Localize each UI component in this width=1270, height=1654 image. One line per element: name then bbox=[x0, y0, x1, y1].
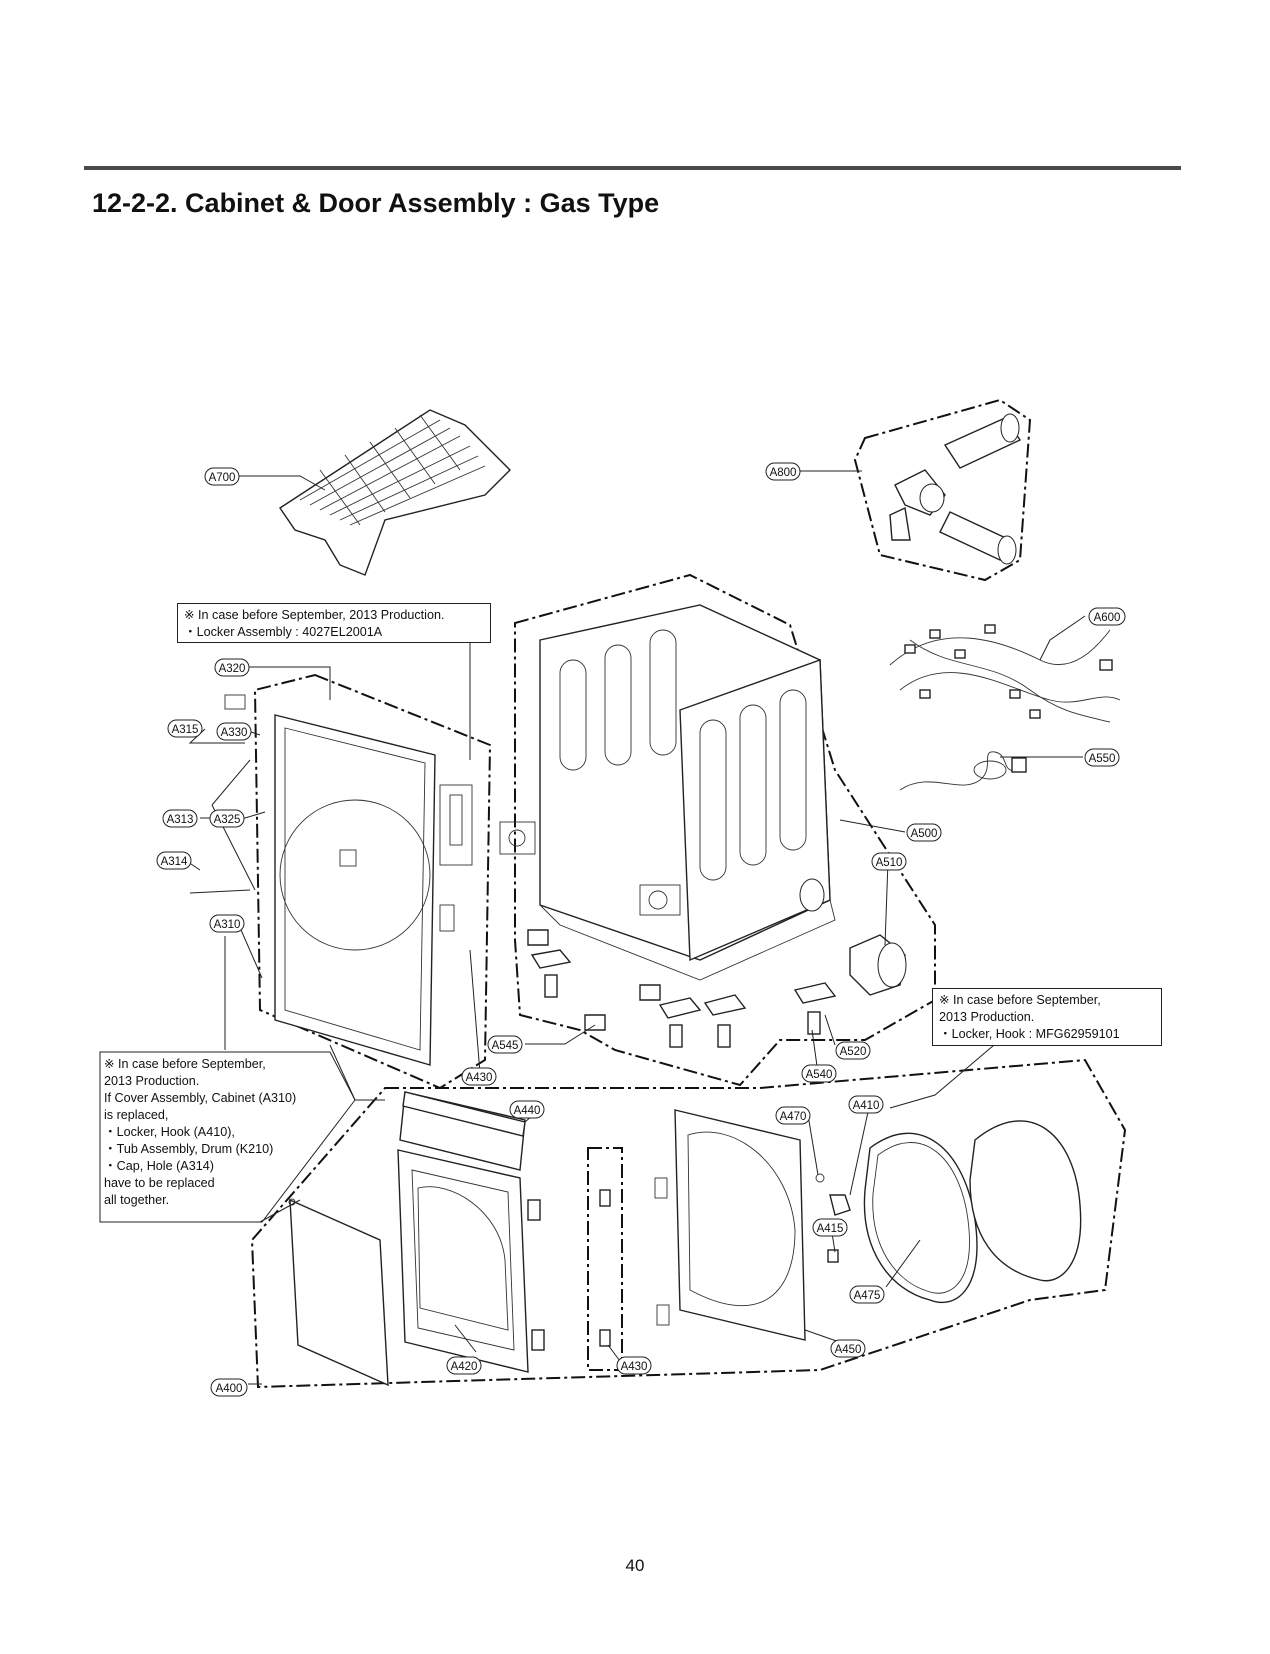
callout-a310: A310 bbox=[209, 914, 245, 933]
page-number: 40 bbox=[625, 1556, 645, 1575]
callout-a500: A500 bbox=[906, 823, 942, 842]
callout-a440: A440 bbox=[509, 1100, 545, 1119]
hinge-hole-part bbox=[499, 821, 536, 855]
svg-text:A400: A400 bbox=[216, 1383, 243, 1395]
exhaust-duct-part bbox=[849, 934, 907, 996]
top-rack-part bbox=[279, 409, 511, 576]
note-cover-assembly: ※ In case before September, 2013 Product… bbox=[100, 1052, 352, 1222]
door-handle-part bbox=[402, 1091, 526, 1137]
callout-a410: A410 bbox=[848, 1095, 884, 1114]
callout-a550: A550 bbox=[1084, 748, 1120, 767]
callout-a315: A315 bbox=[167, 719, 203, 738]
duct-group-boundary bbox=[853, 398, 1032, 582]
note-line: have to be replaced bbox=[104, 1176, 215, 1190]
svg-text:A450: A450 bbox=[835, 1344, 862, 1356]
note-line: If Cover Assembly, Cabinet (A310) bbox=[104, 1091, 297, 1105]
svg-text:A325: A325 bbox=[214, 814, 241, 826]
vent-duct-part bbox=[889, 413, 1022, 565]
svg-text:A420: A420 bbox=[451, 1361, 478, 1373]
callout-a430-bottom: A430 bbox=[616, 1356, 652, 1375]
note-line: ※ In case before September, 2013 Product… bbox=[184, 608, 445, 622]
note-line: all together. bbox=[104, 1193, 170, 1207]
power-cord-part bbox=[899, 751, 1027, 791]
page-title: 12-2-2. Cabinet & Door Assembly : Gas Ty… bbox=[92, 188, 660, 218]
note-line: 2013 Production. bbox=[104, 1074, 200, 1088]
small-hardware-part bbox=[815, 1173, 851, 1263]
inner-door-part bbox=[654, 1109, 806, 1341]
door-group-boundary bbox=[250, 1058, 1127, 1389]
callout-a330: A330 bbox=[216, 722, 252, 741]
note-line: ・Tub Assembly, Drum (K210) bbox=[104, 1142, 274, 1156]
callout-a320: A320 bbox=[214, 658, 250, 677]
callout-a430-top: A430 bbox=[461, 1067, 497, 1086]
svg-text:A540: A540 bbox=[806, 1069, 833, 1081]
callout-a540: A540 bbox=[801, 1064, 837, 1083]
note-line: ※ In case before September, bbox=[939, 993, 1101, 1007]
svg-text:A430: A430 bbox=[466, 1072, 493, 1084]
svg-text:A430: A430 bbox=[621, 1361, 648, 1373]
front-cover-part bbox=[224, 694, 473, 1066]
callout-a700: A700 bbox=[204, 467, 240, 486]
callout-a470: A470 bbox=[775, 1106, 811, 1125]
callout-a545: A545 bbox=[487, 1035, 523, 1054]
svg-text:A313: A313 bbox=[167, 814, 194, 826]
svg-text:A315: A315 bbox=[172, 724, 199, 736]
callout-a510: A510 bbox=[871, 852, 907, 871]
svg-text:A545: A545 bbox=[492, 1040, 519, 1052]
note-locker-assembly: ※ In case before September, 2013 Product… bbox=[177, 603, 491, 643]
callout-a415: A415 bbox=[812, 1218, 848, 1237]
svg-text:A440: A440 bbox=[514, 1105, 541, 1117]
callout-a450: A450 bbox=[830, 1339, 866, 1358]
note-line: ・Locker, Hook (A410), bbox=[104, 1125, 235, 1139]
note-line: is replaced, bbox=[104, 1108, 169, 1122]
door-gasket-part bbox=[863, 1132, 978, 1304]
callout-a600: A600 bbox=[1088, 607, 1126, 626]
callout-a520: A520 bbox=[835, 1041, 871, 1060]
svg-text:A600: A600 bbox=[1094, 612, 1121, 624]
svg-text:A320: A320 bbox=[219, 663, 246, 675]
callout-a475: A475 bbox=[849, 1285, 885, 1304]
svg-text:A310: A310 bbox=[214, 919, 241, 931]
svg-text:A330: A330 bbox=[221, 727, 248, 739]
svg-text:A410: A410 bbox=[853, 1100, 880, 1112]
svg-text:A475: A475 bbox=[854, 1290, 881, 1302]
door-frame-part bbox=[397, 1091, 529, 1373]
cabinet-body-part bbox=[539, 604, 836, 981]
svg-text:A520: A520 bbox=[840, 1046, 867, 1058]
callout-a314: A314 bbox=[156, 851, 192, 870]
note-line: 2013 Production. bbox=[939, 1010, 1035, 1024]
door-liner-part bbox=[969, 1120, 1082, 1282]
leveling-feet-part bbox=[527, 929, 837, 1048]
svg-text:A470: A470 bbox=[780, 1111, 807, 1123]
note-line: ・Cap, Hole (A314) bbox=[104, 1159, 214, 1173]
callout-a400: A400 bbox=[210, 1378, 248, 1397]
svg-text:A500: A500 bbox=[911, 828, 938, 840]
svg-text:A510: A510 bbox=[876, 857, 903, 869]
note-line: ・Locker Assembly : 4027EL2001A bbox=[184, 625, 383, 639]
header-rule bbox=[84, 166, 1181, 170]
door-glass-part bbox=[288, 1198, 389, 1387]
svg-text:A415: A415 bbox=[817, 1223, 844, 1235]
callout-a313: A313 bbox=[162, 809, 198, 828]
callout-a800: A800 bbox=[765, 462, 801, 481]
callout-a325: A325 bbox=[209, 809, 245, 828]
svg-text:A800: A800 bbox=[770, 467, 797, 479]
callout-a420: A420 bbox=[446, 1356, 482, 1375]
wire-harness-part bbox=[889, 624, 1121, 723]
svg-text:A314: A314 bbox=[161, 856, 188, 868]
svg-text:A700: A700 bbox=[209, 472, 236, 484]
note-line: ・Locker, Hook : MFG62959101 bbox=[939, 1027, 1120, 1041]
svg-text:A550: A550 bbox=[1089, 753, 1116, 765]
note-line: ※ In case before September, bbox=[104, 1057, 266, 1071]
note-locker-hook: ※ In case before September, 2013 Product… bbox=[932, 988, 1162, 1046]
